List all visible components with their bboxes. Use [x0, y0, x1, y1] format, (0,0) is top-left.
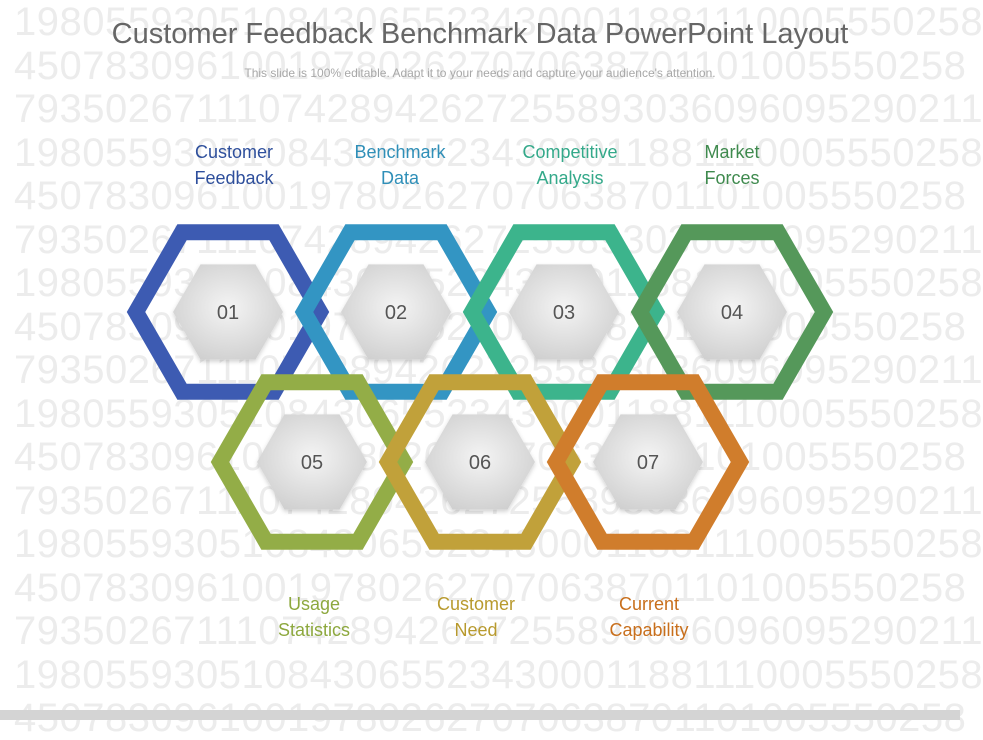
hexagon-badge-03: 03 — [509, 264, 619, 360]
label-03-line2: Analysis — [536, 168, 604, 188]
label-03: Competitive Analysis — [490, 139, 650, 191]
label-03-line1: Competitive — [522, 142, 618, 162]
label-07-line1: Current — [618, 594, 680, 614]
bottom-band — [0, 710, 960, 720]
slide-title: Customer Feedback Benchmark Data PowerPo… — [111, 18, 849, 50]
hexagon-number: 03 — [553, 302, 575, 324]
hexagon-number: 07 — [637, 452, 659, 474]
background-digit-row: 4507830961001978026270706387011010055502… — [14, 43, 967, 88]
hexagon-number: 01 — [217, 302, 239, 324]
label-01-line2: Feedback — [194, 168, 274, 188]
label-04-line1: Market — [704, 142, 760, 162]
background-digit-row: 7935026711107428942627255893036096095290… — [14, 609, 983, 653]
hexagon-chain-diagram: 01 02 03 04 05 06 07 — [126, 224, 834, 550]
label-04: Market Forces — [652, 139, 812, 191]
hexagon-badge-07: 07 — [593, 414, 703, 510]
label-05-line2: Statistics — [277, 620, 351, 640]
background-digit-row: 1980559305108430655234300011881110005550… — [14, 0, 983, 44]
hexagon-ring-05 — [210, 374, 414, 550]
label-06-line1: Customer — [436, 594, 516, 614]
hexagon-number: 05 — [301, 452, 323, 474]
hexagon-badge-04: 04 — [677, 264, 787, 360]
hexagon-ring-06 — [378, 374, 582, 550]
background-digit-row: 4507830961001978026270706387011010055502… — [14, 565, 967, 610]
label-07: Current Capability — [569, 591, 729, 643]
hexagon-badge-02: 02 — [341, 264, 451, 360]
hexagon-ring-04 — [630, 224, 834, 400]
background-digit-row: 4507830961001978026270706387011010055502… — [14, 174, 967, 218]
label-06: Customer Need — [396, 591, 556, 643]
hexagon-number: 02 — [385, 302, 407, 324]
hexagon-number: 04 — [721, 302, 743, 324]
label-01: Customer Feedback — [154, 139, 314, 191]
label-05: Usage Statistics — [234, 591, 394, 643]
hexagon-badge-06: 06 — [425, 414, 535, 510]
hexagon-number: 06 — [469, 452, 491, 474]
label-07-line2: Capability — [609, 620, 689, 640]
hexagon-badge-shape — [341, 264, 451, 360]
label-06-line2: Need — [454, 620, 498, 640]
label-04-line2: Forces — [704, 168, 760, 188]
label-05-line1: Usage — [287, 594, 341, 614]
hexagon-ring-07 — [546, 374, 750, 550]
hexagon-ring-01 — [126, 224, 330, 400]
background-digit-row: 1980559305108430655234300011881110005550… — [14, 130, 983, 175]
hexagon-badge-shape — [173, 264, 283, 360]
hexagon-badge-05: 05 — [257, 414, 367, 510]
hexagon-badge-shape — [425, 414, 535, 510]
label-02: Benchmark Data — [320, 139, 480, 191]
hexagon-badge-shape — [509, 264, 619, 360]
hexagon-ring-02 — [294, 224, 498, 400]
hexagon-ring-03 — [462, 224, 666, 400]
label-01-line1: Customer — [194, 142, 274, 162]
background-digit-row: 7935026711107428942627255893036096095290… — [14, 87, 983, 131]
slide-subtitle: This slide is 100% editable. Adapt it to… — [244, 66, 716, 80]
hexagon-badge-shape — [257, 414, 367, 510]
label-02-line1: Benchmark — [354, 142, 446, 162]
hexagon-badge-01: 01 — [173, 264, 283, 360]
hexagon-badge-shape — [593, 414, 703, 510]
hexagon-badge-shape — [677, 264, 787, 360]
background-digit-row: 1980559305108430655234300011881110005550… — [14, 652, 983, 697]
label-02-line2: Data — [380, 168, 420, 188]
